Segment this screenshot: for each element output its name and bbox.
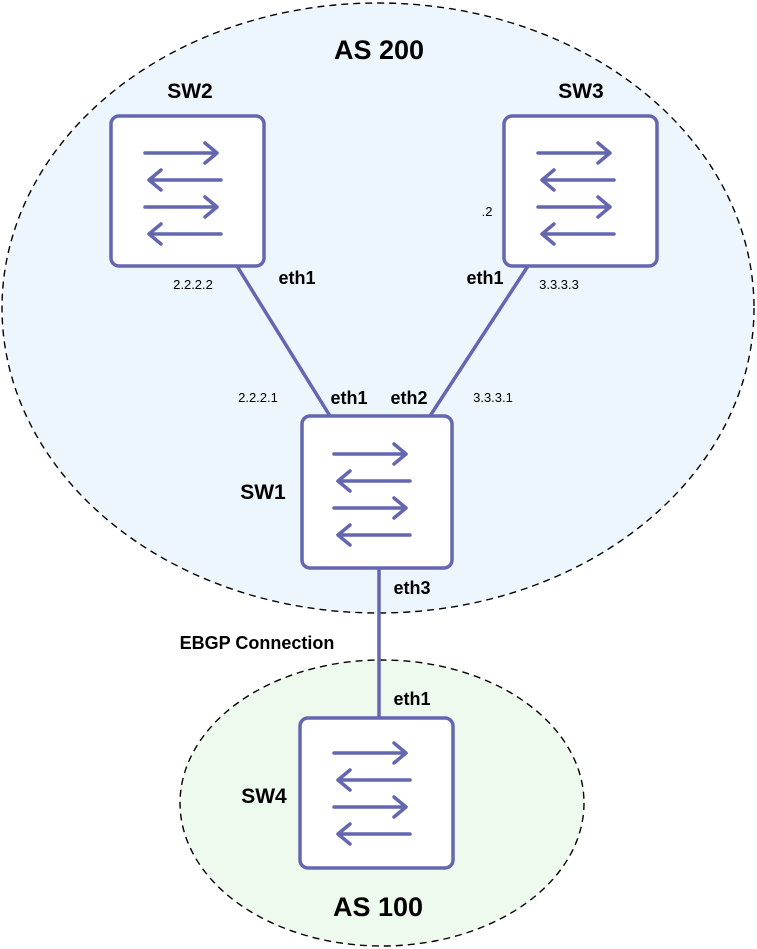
ebgp-connection-label: EBGP Connection (180, 633, 335, 653)
switch-sw4[interactable] (298, 716, 455, 870)
sw3-ip-label: 3.3.3.3 (539, 277, 579, 292)
sw1-eth3-label: eth3 (393, 578, 430, 598)
sw2-ip-label: 2.2.2.2 (173, 277, 213, 292)
sw2-name: SW2 (167, 80, 213, 103)
sw1-eth2-label: eth2 (390, 388, 427, 408)
sw1-eth1-label: eth1 (330, 388, 367, 408)
sw1-eth2-ip-label: 3.3.3.1 (473, 390, 513, 405)
sw2-port-label: eth1 (278, 268, 315, 288)
sw4-port-label: eth1 (393, 689, 430, 709)
sw3-extra-label: .2 (482, 204, 493, 219)
switch-sw1[interactable] (300, 414, 454, 570)
link-sw1-sw3 (428, 265, 530, 417)
as200-title: AS 200 (334, 35, 424, 65)
sw3-port-label: eth1 (466, 268, 503, 288)
sw1-name: SW1 (240, 481, 286, 504)
sw3-name: SW3 (558, 80, 604, 103)
as100-title: AS 100 (333, 892, 423, 922)
link-sw1-sw2 (235, 265, 332, 417)
switch-sw2[interactable] (109, 114, 266, 268)
sw1-eth1-ip-label: 2.2.2.1 (238, 390, 278, 405)
switch-sw3[interactable] (502, 114, 659, 268)
sw4-name: SW4 (241, 785, 287, 808)
